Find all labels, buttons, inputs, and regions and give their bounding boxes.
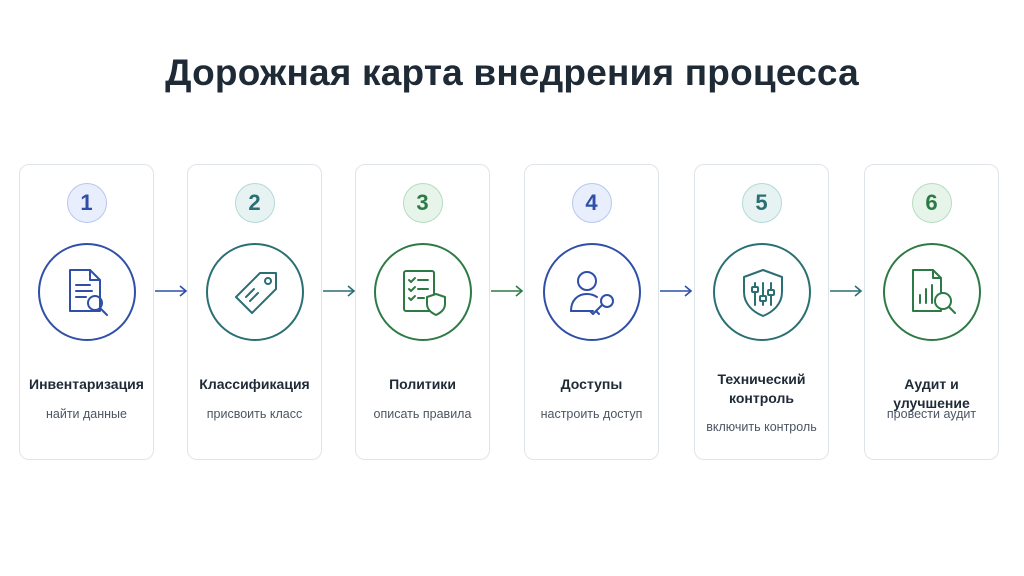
document-search-icon — [68, 269, 108, 316]
step-number-badge: 3 — [402, 183, 443, 223]
step-icon-ring — [882, 243, 981, 341]
step-subtitle: включить контроль — [706, 420, 817, 434]
step-title: Технический контроль — [717, 371, 806, 406]
step-title: Доступы — [560, 376, 623, 392]
step-number-badge: 5 — [741, 183, 782, 223]
step-subtitle: описать правила — [373, 407, 472, 421]
step-subtitle: найти данные — [45, 407, 127, 421]
step-title: Инвентаризация — [29, 376, 144, 392]
shield-sliders-icon — [742, 269, 783, 317]
step-icon-ring — [37, 243, 136, 341]
step-subtitle: провести аудит — [886, 407, 977, 421]
step-subtitle: настроить доступ — [540, 407, 643, 421]
step-title: Политики — [389, 376, 456, 392]
tag-icon — [234, 272, 277, 314]
arrow-right-icon — [830, 285, 863, 297]
step-icon-ring — [373, 243, 472, 341]
step-card-policies: 3 Политики описать правила — [355, 164, 490, 460]
arrow-right-icon — [155, 285, 188, 297]
step-number-badge: 6 — [911, 183, 952, 223]
step-subtitle: присвоить класс — [206, 407, 303, 421]
arrow-right-icon — [491, 285, 524, 297]
policy-checklist-shield-icon — [402, 270, 446, 316]
step-number-badge: 1 — [66, 183, 107, 223]
user-key-icon — [569, 271, 614, 315]
step-icon-ring — [542, 243, 641, 341]
step-card-classification: 2 Классификация присвоить класс — [187, 164, 322, 460]
step-title: Классификация — [199, 376, 310, 392]
step-number-badge: 2 — [234, 183, 275, 223]
page-title: Дорожная карта внедрения процесса — [165, 52, 859, 93]
step-card-audit: 6 Аудит и улучшение провести аудит — [864, 164, 999, 460]
step-title: Аудит и улучшение — [893, 376, 970, 411]
arrow-right-icon — [660, 285, 693, 297]
step-card-tech-control: 5 Технический контроль включить контроль — [694, 164, 829, 460]
arrow-right-icon — [323, 285, 356, 297]
step-icon-ring — [205, 243, 304, 341]
step-icon-ring — [712, 243, 811, 341]
step-number-badge: 4 — [571, 183, 612, 223]
chart-search-icon — [911, 269, 956, 314]
step-card-access: 4 Доступы настроить доступ — [524, 164, 659, 460]
step-card-inventory: 1 Инвентаризация найти данные — [19, 164, 154, 460]
